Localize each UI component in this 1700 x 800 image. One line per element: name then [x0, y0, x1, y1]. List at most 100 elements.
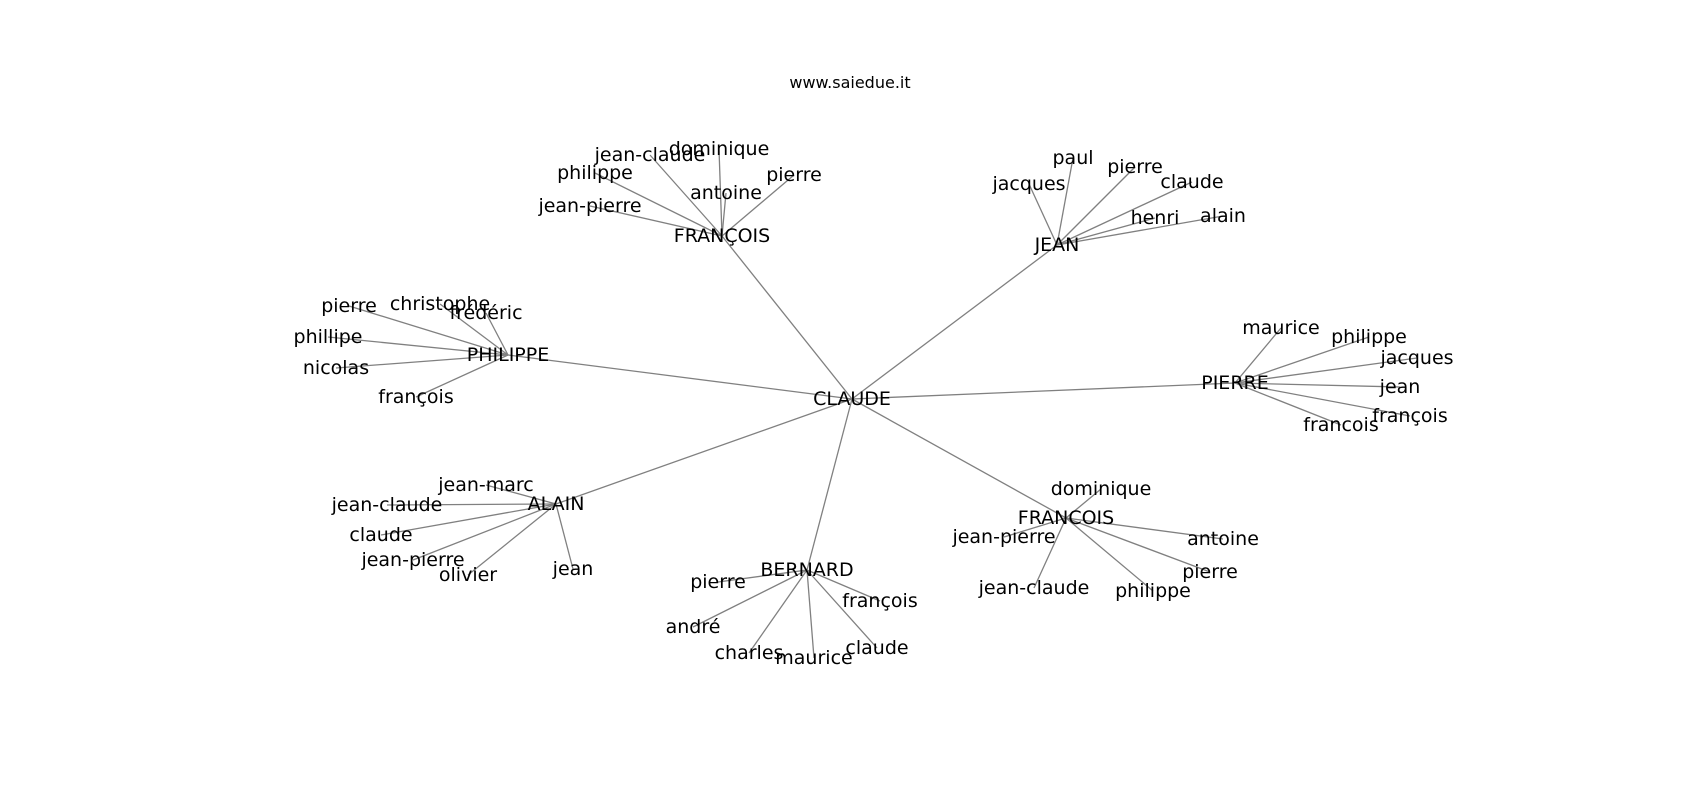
edge-bernard-6-francois [806, 569, 881, 602]
edge-alain-4-jean [555, 503, 574, 570]
node-hub-pierre-3: PIERRE [1201, 372, 1268, 394]
node-hub-philippe-2: PHILIPPE [467, 344, 549, 366]
edge-alain-4-claude [380, 503, 557, 536]
edge-philippe-2-christophe [439, 303, 509, 356]
node-leaf-pierre-3-jacques-2: jacques [1379, 347, 1453, 369]
node-leaf-pierre-3-francois-5: francois [1303, 414, 1378, 436]
edge-francois-0-philippe [594, 172, 723, 237]
node-leaf-francois-5-pierre-3: pierre [1182, 561, 1238, 583]
node-leaf-philippe-2-phillipe-3: phillipe [294, 326, 363, 348]
node-leaf-francois-0-jean-pierre-5: jean-pierre [537, 195, 641, 217]
node-leaf-francois-5-antoine-2: antoine [1187, 528, 1259, 550]
node-hub-bernard-6: BERNARD [760, 559, 853, 581]
edge-root-francois-5 [851, 398, 1067, 519]
node-leaf-pierre-3-francois-4: françois [1372, 405, 1447, 427]
edge-pierre-3-francois [1234, 382, 1342, 426]
edge-francois-5-dominique [1065, 488, 1102, 519]
edge-francois-5-philippe [1065, 517, 1154, 592]
edge-philippe-2-nicolas [335, 354, 509, 369]
node-leaf-philippe-2-christophe-1: christophe [390, 293, 490, 315]
edge-bernard-6-claude [806, 569, 878, 649]
node-leaf-jean-1-jacques-2: jacques [991, 173, 1065, 195]
node-leaf-francois-5-dominique-0: dominique [1051, 478, 1152, 500]
edge-francois-5-antoine [1065, 517, 1224, 540]
node-leaf-alain-4-jean-marc-0: jean-marc [437, 474, 534, 496]
edge-pierre-3-francois [1234, 382, 1411, 417]
edge-philippe-2-francois [415, 354, 509, 398]
chart-title: www.saiedue.it [789, 73, 910, 92]
node-leaf-bernard-6-pierre-0: pierre [690, 571, 746, 593]
edge-root-francois-0 [721, 235, 853, 400]
edge-alain-4-jean-pierre [412, 503, 557, 561]
edge-francois-5-pierre [1065, 517, 1211, 573]
edge-philippe-2-pierre [348, 305, 509, 356]
edge-bernard-6-charles [748, 569, 808, 654]
edge-francois-0-jean-claude [649, 154, 723, 237]
edge-pierre-3-jean [1234, 382, 1401, 388]
node-root-claude: CLAUDE [813, 388, 891, 410]
edge-root-bernard-6 [806, 398, 853, 571]
node-leaf-francois-0-philippe-2: philippe [557, 162, 633, 184]
node-leaf-francois-0-dominique-1: dominique [669, 138, 770, 160]
edge-pierre-3-philippe [1234, 336, 1370, 384]
node-leaf-bernard-6-charles-3: charles [715, 642, 784, 664]
node-hub-alain-4: ALAIN [528, 493, 585, 515]
edge-bernard-6-andre [692, 569, 808, 628]
node-leaf-philippe-2-francois-5: françois [378, 386, 453, 408]
edges-layer [327, 148, 1418, 659]
edge-francois-0-pierre [721, 174, 795, 237]
edge-bernard-6-pierre [717, 569, 808, 583]
edge-francois-5-jean-pierre [1003, 517, 1067, 538]
edge-alain-4-olivier [467, 503, 557, 576]
edge-francois-5-jean-claude [1033, 517, 1067, 589]
node-leaf-alain-4-jean-5: jean [552, 558, 594, 580]
edge-root-jean-1 [851, 244, 1058, 400]
edge-root-pierre-3 [851, 382, 1236, 400]
edge-root-alain-4 [555, 398, 853, 505]
node-leaf-jean-1-henri-4: henri [1131, 207, 1180, 229]
node-leaf-alain-4-jean-pierre-3: jean-pierre [360, 549, 464, 571]
node-leaf-jean-1-pierre-1: pierre [1107, 156, 1163, 178]
node-leaf-philippe-2-pierre-0: pierre [321, 295, 377, 317]
node-leaf-alain-4-jean-claude-1: jean-claude [331, 494, 443, 516]
edge-pierre-3-maurice [1234, 327, 1282, 384]
node-leaf-bernard-6-francois-1: françois [842, 590, 917, 612]
node-leaf-philippe-2-nicolas-4: nicolas [303, 357, 369, 379]
edge-alain-4-jean-marc [485, 484, 557, 505]
edge-philippe-2-phillipe [327, 336, 509, 356]
node-leaf-pierre-3-jean-3: jean [1379, 376, 1421, 398]
node-leaf-jean-1-claude-3: claude [1160, 171, 1223, 193]
edge-philippe-2-frederic [485, 312, 509, 356]
node-leaf-francois-0-pierre-3: pierre [766, 164, 822, 186]
node-leaf-pierre-3-philippe-1: philippe [1331, 326, 1407, 348]
edge-pierre-3-jacques [1234, 357, 1418, 384]
node-hub-francois-0: FRANÇOIS [674, 225, 770, 247]
edge-jean-1-claude [1056, 181, 1193, 246]
node-leaf-francois-5-jean-pierre-1: jean-pierre [951, 526, 1055, 548]
node-leaf-francois-5-philippe-5: philippe [1115, 580, 1191, 602]
edge-francois-0-dominique [718, 148, 723, 237]
edge-jean-1-jacques [1028, 183, 1058, 246]
node-leaf-francois-5-jean-claude-4: jean-claude [978, 577, 1090, 599]
node-hub-francois-5: FRANCOIS [1018, 507, 1114, 529]
node-leaf-francois-0-jean-claude-0: jean-claude [594, 144, 706, 166]
edge-root-philippe-2 [507, 354, 853, 400]
node-leaf-jean-1-paul-0: paul [1052, 147, 1093, 169]
node-leaf-bernard-6-andre-2: andré [666, 616, 721, 638]
edge-jean-1-pierre [1056, 166, 1136, 246]
node-leaf-philippe-2-frederic-2: frédéric [449, 302, 522, 324]
edge-jean-1-henri [1056, 217, 1156, 246]
edge-bernard-6-maurice [806, 569, 815, 659]
node-leaf-jean-1-alain-5: alain [1200, 205, 1246, 227]
node-leaf-pierre-3-maurice-0: maurice [1242, 317, 1319, 339]
edge-jean-1-paul [1056, 157, 1074, 246]
node-leaf-alain-4-olivier-4: olivier [439, 564, 497, 586]
edge-jean-1-alain [1056, 215, 1224, 246]
edge-francois-0-antoine [721, 192, 727, 237]
node-leaf-bernard-6-maurice-4: maurice [775, 647, 852, 669]
node-leaf-alain-4-claude-2: claude [349, 524, 412, 546]
labels-layer: CLAUDEFRANÇOISjean-claudedominiquephilip… [294, 138, 1454, 669]
node-leaf-francois-0-antoine-4: antoine [690, 182, 762, 204]
edge-francois-0-jean-pierre [589, 205, 723, 237]
